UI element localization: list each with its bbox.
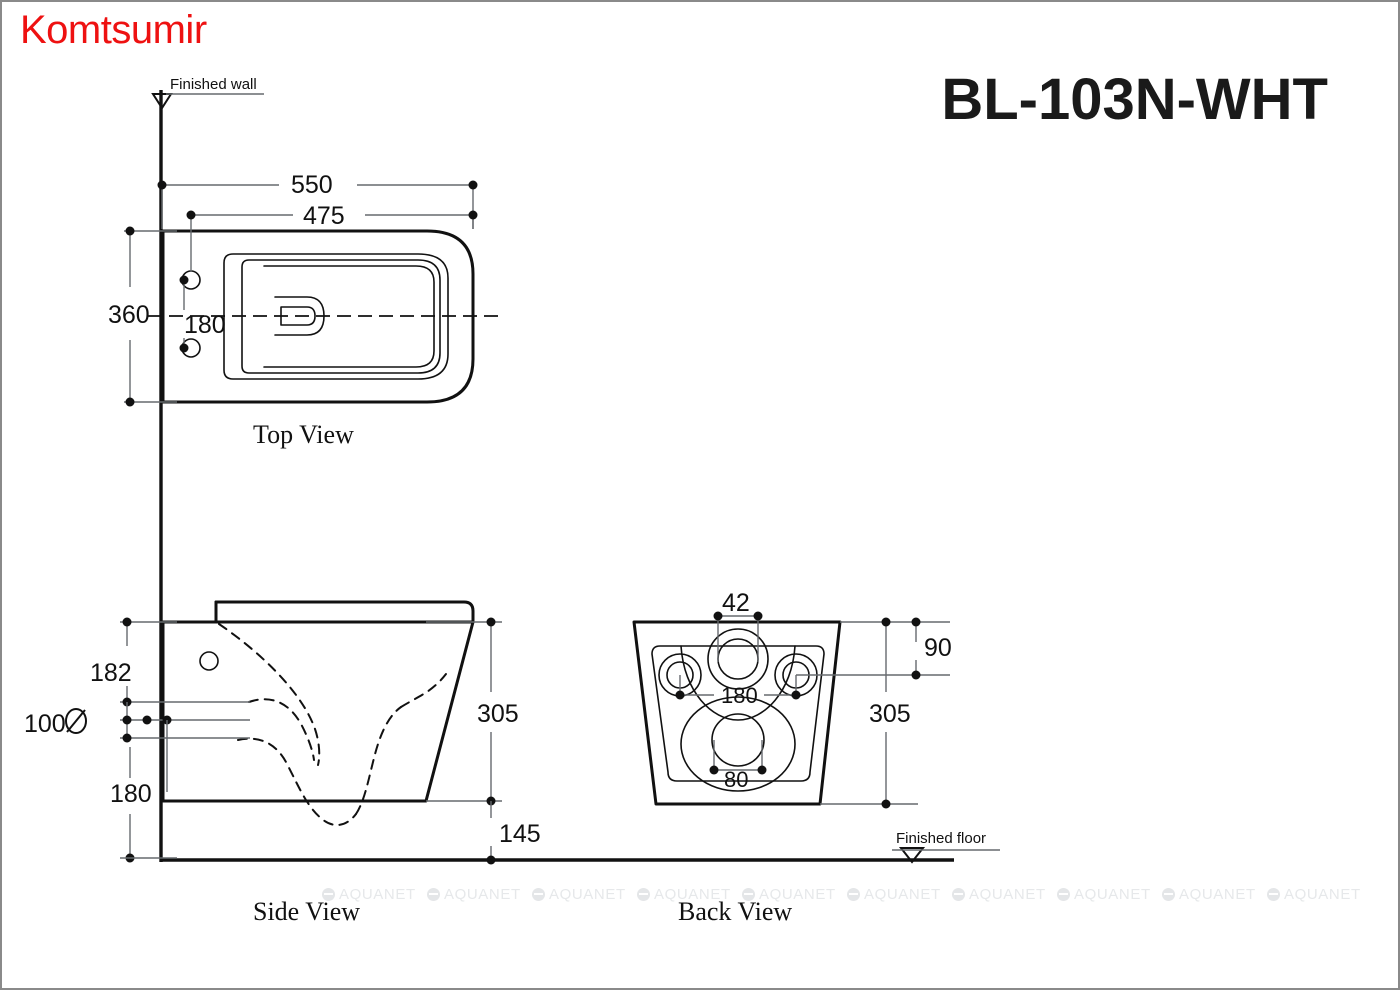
- dim-side-floor-height: 180: [110, 780, 152, 808]
- finished-floor-line: [161, 847, 1000, 864]
- view-label-back: Back View: [678, 897, 793, 926]
- dim-top-depth: 360: [108, 301, 150, 329]
- view-label-top: Top View: [253, 420, 354, 449]
- finished-wall-note: Finished wall: [170, 76, 257, 93]
- dim-back-waste-diameter: 80: [724, 767, 749, 792]
- side-view-geometry: [161, 600, 475, 826]
- dim-side-floor-clearance: 145: [499, 820, 541, 848]
- dim-top-body-width: 475: [303, 202, 345, 230]
- top-view-geometry: [148, 229, 502, 404]
- dim-top-bolt-spacing: 180: [184, 311, 226, 339]
- dim-back-outlet-diameter: 42: [722, 589, 750, 617]
- back-view-dimensions: [675, 611, 950, 809]
- finished-wall-line: [151, 90, 264, 862]
- brand-logo: Komtsumir: [20, 8, 207, 52]
- diameter-symbol-icon: [65, 708, 87, 734]
- finished-floor-note: Finished floor: [896, 830, 987, 847]
- top-view-dimensions: [124, 180, 478, 407]
- dim-back-outlet-height: 90: [924, 634, 952, 662]
- dim-side-body-height: 305: [477, 700, 519, 728]
- dim-back-body-height: 305: [869, 700, 911, 728]
- dim-back-bolt-spacing: 180: [721, 683, 758, 708]
- dim-side-outlet-height: 182: [90, 659, 132, 687]
- dim-top-overall-width: 550: [291, 171, 333, 199]
- view-label-side: Side View: [253, 897, 361, 926]
- side-view-dimensions: [65, 617, 502, 865]
- model-title: BL-103N-WHT: [941, 67, 1328, 132]
- dim-side-outlet-diameter: 100: [24, 710, 66, 738]
